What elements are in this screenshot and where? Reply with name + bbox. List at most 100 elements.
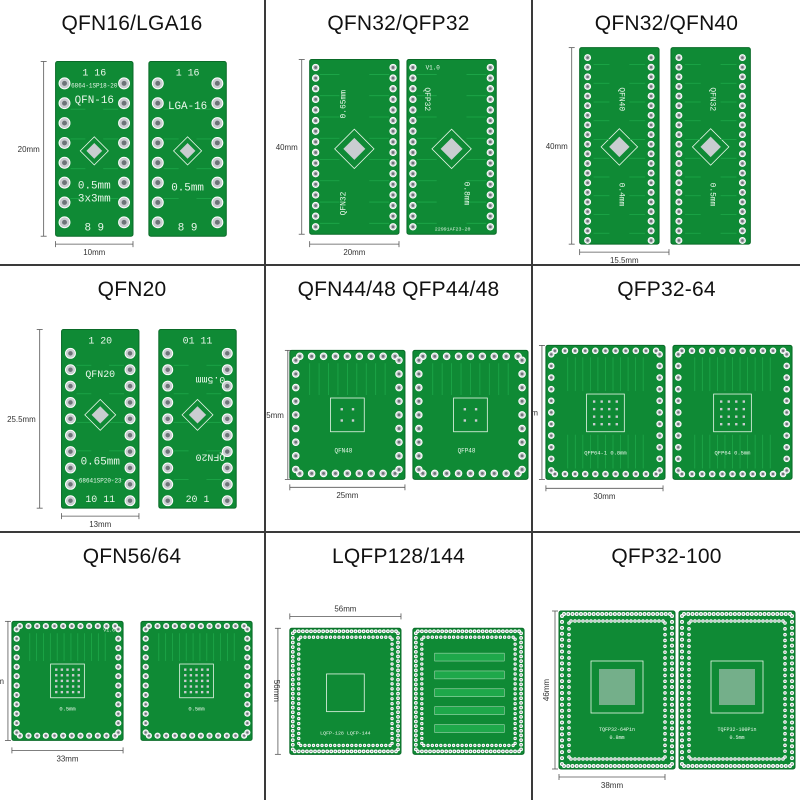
pad-hole: [664, 703, 666, 706]
pad-hole: [706, 758, 708, 760]
pad-hole: [488, 66, 492, 69]
pad-hole: [553, 349, 557, 353]
pad-hole: [314, 204, 318, 207]
pad-hole: [144, 675, 147, 678]
pad-hole: [421, 658, 423, 660]
pad-hole: [784, 733, 786, 735]
pad-hole: [586, 142, 589, 146]
bga-dot: [719, 400, 723, 403]
silkscreen-text: TQFP32-64Pin: [599, 727, 635, 733]
pad-hole: [710, 758, 712, 760]
pad-hole: [781, 349, 785, 353]
pad-hole: [671, 751, 673, 753]
pad-hole: [246, 731, 249, 734]
pad-hole: [721, 613, 723, 615]
pad-hole: [53, 624, 56, 628]
pad-hole: [604, 349, 607, 353]
bga-dot: [351, 419, 355, 422]
pad-hole: [652, 765, 654, 767]
pad-hole: [759, 613, 761, 615]
pad-hole: [698, 758, 700, 760]
pad-hole: [415, 702, 417, 704]
pad-hole: [662, 758, 664, 760]
pad-hole: [597, 765, 599, 767]
pad-hole: [351, 744, 353, 746]
pad-hole: [415, 655, 417, 658]
pad-hole: [658, 758, 660, 760]
pad-hole: [614, 613, 616, 615]
pad-hole: [630, 620, 632, 622]
pad-hole: [325, 744, 327, 746]
pad-hole: [746, 620, 748, 622]
pad-hole: [294, 413, 298, 417]
pad-hole: [369, 354, 373, 358]
pad-hole: [350, 630, 353, 632]
silkscreen-text: QFN20: [195, 452, 225, 463]
pad-hole: [294, 386, 298, 390]
pad-hole: [397, 372, 401, 376]
pad-hole: [759, 765, 761, 767]
pad-hole: [494, 750, 496, 752]
pad-hole: [397, 632, 399, 634]
pad-hole: [506, 630, 508, 632]
pad-hole: [717, 765, 719, 767]
pad-hole: [688, 715, 690, 717]
pad-hole: [144, 646, 147, 650]
pad-hole: [677, 181, 681, 185]
pad-hole: [421, 663, 423, 665]
pad-hole: [421, 678, 423, 680]
pad-hole: [717, 613, 719, 615]
dimension-label: 30mm: [533, 408, 538, 417]
pad-hole: [498, 630, 500, 632]
pad-hole: [294, 454, 298, 458]
pad-hole: [246, 721, 249, 725]
ic-footprint: [691, 128, 730, 166]
pad-hole: [391, 161, 395, 165]
pad-hole: [681, 686, 683, 688]
pad-hole: [741, 123, 744, 127]
pad-hole: [561, 757, 563, 759]
pad-hole: [415, 697, 417, 699]
pad-hole: [618, 620, 620, 622]
bga-dot: [608, 423, 611, 426]
pad-hole: [383, 630, 385, 632]
pad-hole: [397, 440, 401, 444]
pad-hole: [520, 372, 524, 376]
pad-hole: [342, 744, 344, 746]
silkscreen-text: QFN32: [339, 191, 348, 215]
bga-dot: [474, 419, 478, 422]
pad-hole: [677, 399, 680, 403]
pad-hole: [688, 628, 690, 630]
pad-hole: [785, 457, 788, 461]
bga-dot: [189, 668, 193, 671]
pad-hole: [423, 744, 425, 746]
pad-hole: [421, 471, 425, 475]
pad-hole: [771, 349, 775, 353]
pad-hole: [469, 630, 472, 632]
pad-hole: [294, 440, 298, 444]
pad-hole: [334, 630, 336, 632]
pad-hole: [677, 219, 681, 223]
pad-hole: [371, 750, 373, 752]
dimension-label: 25mm: [266, 411, 284, 420]
pad-hole: [561, 704, 563, 706]
pad-hole: [785, 411, 788, 414]
pad-hole: [561, 715, 563, 718]
pad-hole: [294, 630, 296, 632]
pad-hole: [486, 750, 488, 752]
pad-hole: [700, 349, 704, 353]
pad-hole: [436, 744, 438, 746]
pad-hole: [550, 376, 553, 379]
pad-hole: [784, 634, 786, 636]
pad-hole: [105, 734, 108, 737]
pad-hole: [225, 383, 230, 389]
pad-hole: [68, 400, 73, 405]
pad-hole: [649, 104, 653, 108]
pad-hole: [292, 688, 294, 690]
pad-hole: [127, 416, 133, 422]
pad-hole: [568, 686, 570, 688]
pad-hole: [214, 80, 220, 86]
